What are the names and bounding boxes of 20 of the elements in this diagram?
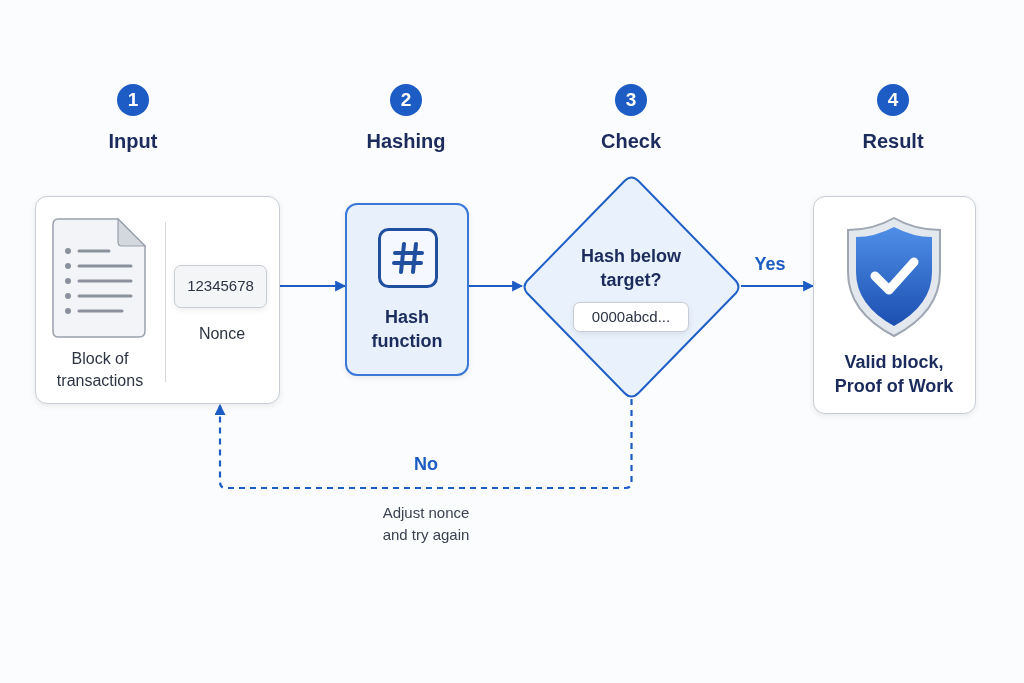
step-heading: Check — [600, 130, 662, 153]
step-number: 3 — [615, 84, 647, 116]
value-field: 12345678 — [174, 265, 267, 308]
arrow — [280, 280, 347, 292]
note-text: Adjust nonce and try again — [381, 503, 471, 545]
dashed-arrow — [214, 399, 633, 490]
step-number: 1 — [117, 84, 149, 116]
step-number: 4 — [877, 84, 909, 116]
arrow — [741, 280, 815, 292]
step-number: 2 — [390, 84, 422, 116]
field-label: Nonce — [197, 324, 247, 344]
step-heading: Hashing — [365, 130, 447, 153]
node-label: Hash below target? — [580, 245, 682, 292]
value-field: 0000abcd... — [573, 302, 689, 332]
arrow — [469, 280, 524, 292]
step-heading: Result — [861, 130, 925, 153]
node-label: Block of transactions — [55, 349, 145, 391]
node-label: Valid block, Proof of Work — [833, 351, 955, 398]
step-heading: Input — [107, 130, 159, 153]
node-label: Hash function — [370, 306, 444, 353]
